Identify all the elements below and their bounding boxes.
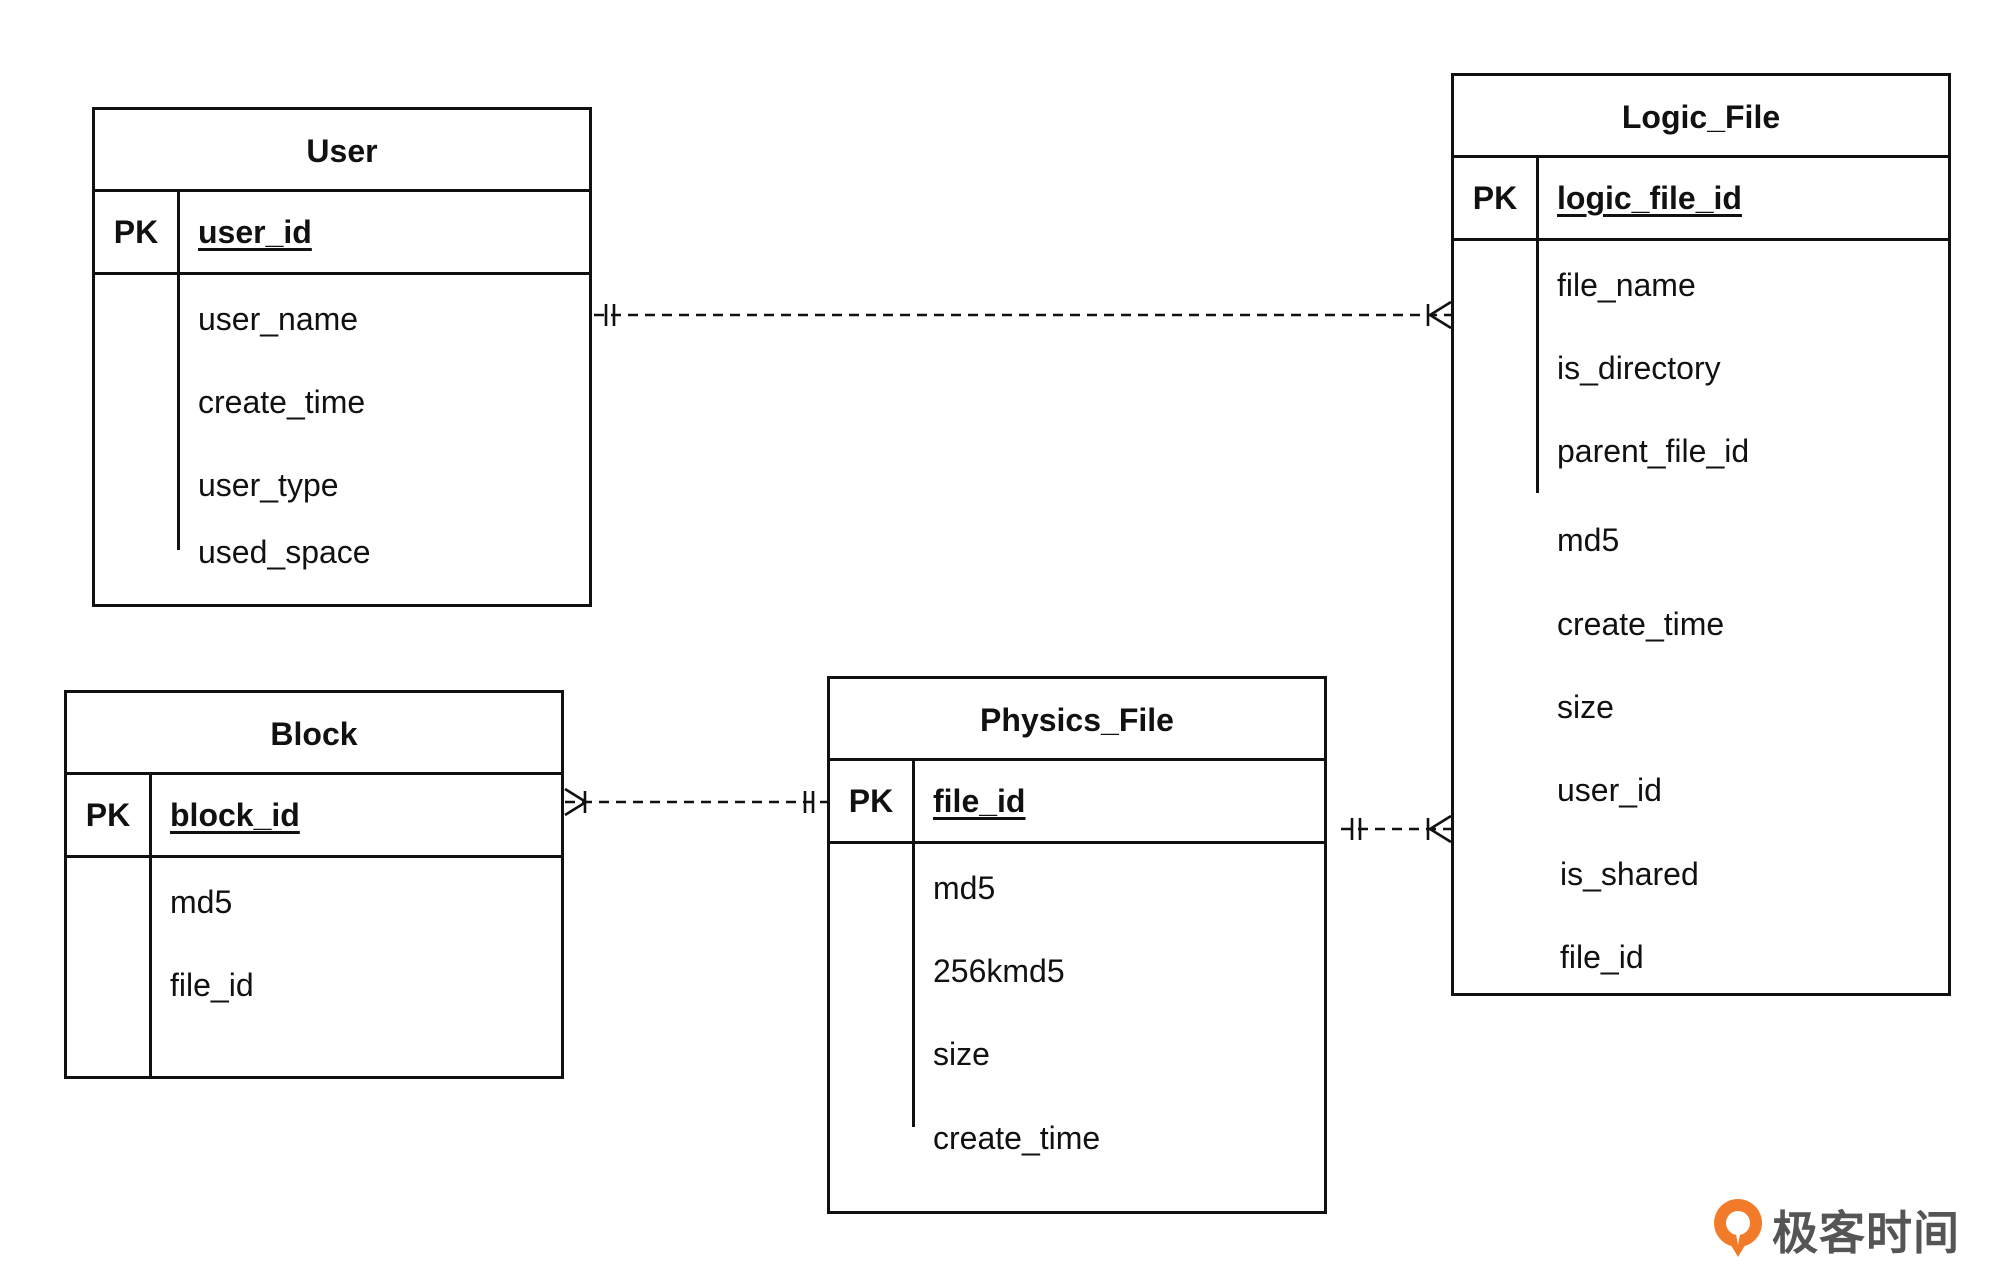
- entity-title: Block: [67, 693, 561, 775]
- pk-row: PK file_id: [830, 761, 1324, 844]
- entity-title: User: [95, 110, 589, 192]
- field: md5: [1557, 522, 1620, 558]
- pk-label: PK: [1472, 180, 1518, 216]
- entity-user: User PK user_id user_name create_time us…: [92, 107, 592, 607]
- field: 256kmd5: [933, 953, 1065, 989]
- field: create_time: [1557, 606, 1725, 642]
- field: md5: [933, 870, 996, 906]
- key-column-divider: [912, 761, 915, 1127]
- field: file_name: [1557, 267, 1696, 303]
- entity-physics-file: Physics_File PK file_id md5 256kmd5 size…: [827, 676, 1327, 1214]
- entity-title: Logic_File: [1454, 76, 1948, 158]
- field: is_directory: [1557, 350, 1721, 386]
- field: create_time: [198, 384, 366, 420]
- field: parent_file_id: [1557, 433, 1750, 469]
- pk-label: PK: [85, 797, 131, 833]
- entity-logic-file: Logic_File PK logic_file_id file_name is…: [1451, 73, 1951, 996]
- pk-label: PK: [848, 783, 894, 819]
- pk-field: block_id: [170, 797, 300, 833]
- field: md5: [170, 884, 233, 920]
- pk-row: PK block_id: [67, 775, 561, 858]
- field: file_id: [170, 967, 254, 1003]
- field: user_id: [1557, 772, 1662, 808]
- field: size: [933, 1036, 990, 1072]
- key-column-divider: [1536, 158, 1539, 493]
- crows-foot: [1427, 300, 1452, 330]
- geekbang-logo-text: 极客时间: [1772, 1206, 1960, 1260]
- field: user_type: [198, 467, 339, 503]
- field: user_name: [198, 301, 359, 337]
- crows-foot: [1427, 814, 1452, 844]
- field: file_id: [1560, 939, 1644, 975]
- pk-label: PK: [113, 214, 159, 250]
- pk-field: user_id: [198, 214, 312, 250]
- geekbang-logo-icon: [1714, 1199, 1762, 1257]
- field: used_space: [198, 534, 371, 570]
- entity-block: Block PK block_id md5 file_id: [64, 690, 564, 1079]
- crows-foot: [564, 787, 589, 817]
- key-column-divider: [177, 192, 180, 550]
- pk-row: PK user_id: [95, 192, 589, 275]
- key-column-divider: [149, 775, 152, 1077]
- field: is_shared: [1560, 856, 1699, 892]
- field: size: [1557, 689, 1614, 725]
- entity-title: Physics_File: [830, 679, 1324, 761]
- field: create_time: [933, 1120, 1101, 1156]
- geekbang-logo: 极客时间: [1708, 1193, 1959, 1263]
- pk-row: PK logic_file_id: [1454, 158, 1948, 241]
- pk-field: logic_file_id: [1557, 180, 1742, 216]
- pk-field: file_id: [933, 783, 1026, 819]
